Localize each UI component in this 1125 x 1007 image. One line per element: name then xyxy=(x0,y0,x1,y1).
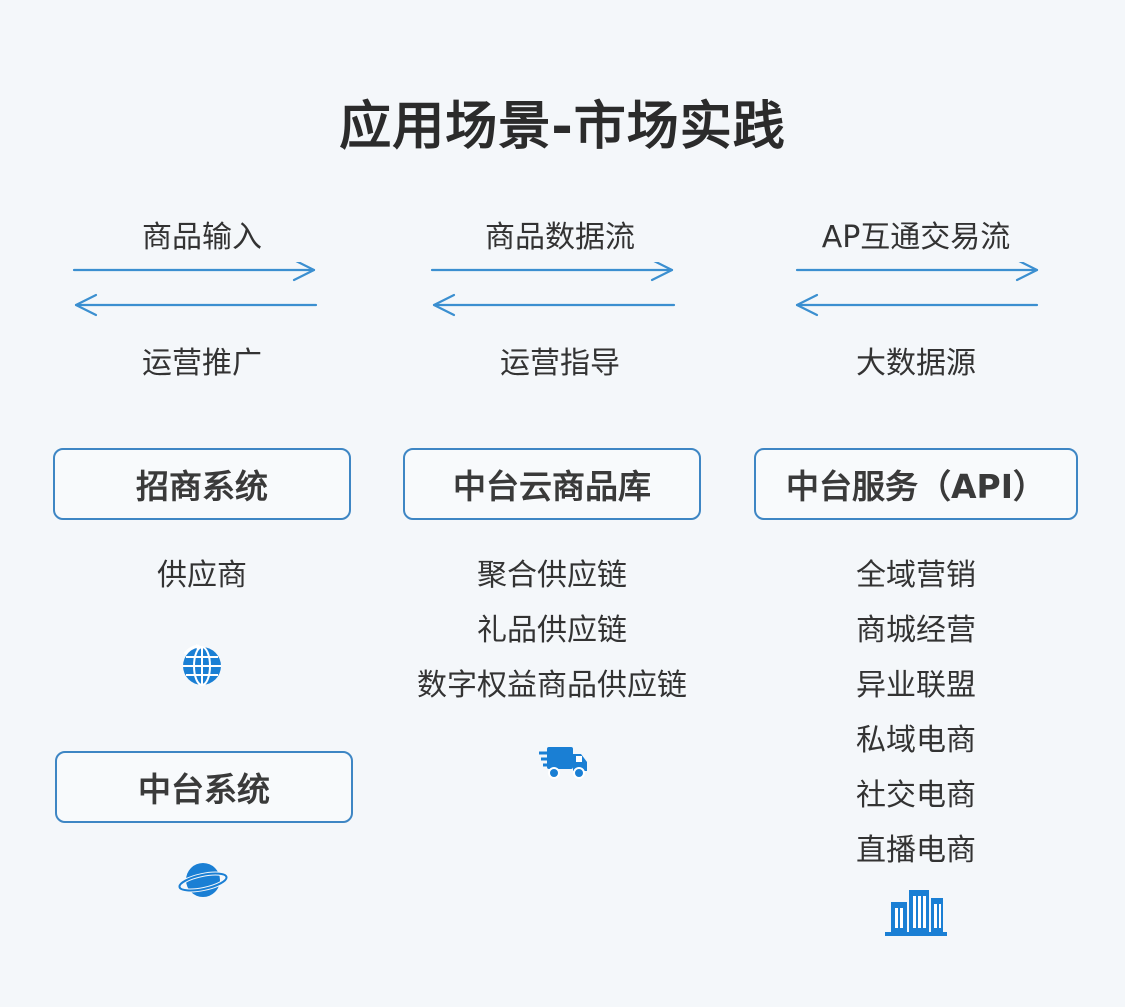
list-item: 礼品供应链 xyxy=(477,613,627,648)
list-item: 全域营销 xyxy=(856,558,976,593)
flow-top-label: 商品数据流 xyxy=(485,220,635,255)
list-item: 社交电商 xyxy=(856,778,976,813)
flow-top-label: 商品输入 xyxy=(142,220,262,255)
flow-bottom-label: 运营推广 xyxy=(142,346,262,381)
backward-arrow-head xyxy=(74,293,98,317)
forward-arrow-head xyxy=(650,262,674,282)
middle-platform-service-api-box: 中台服务（API） xyxy=(754,448,1078,520)
merchant-system-box: 招商系统 xyxy=(53,448,351,520)
page-title: 应用场景-市场实践 xyxy=(339,97,786,157)
bidirectional-arrows xyxy=(795,262,1039,317)
middle-item-list: 聚合供应链 礼品供应链 数字权益商品供应链 xyxy=(383,548,721,713)
bidirectional-arrows xyxy=(72,262,318,317)
backward-arrow-head xyxy=(795,293,819,317)
list-item: 数字权益商品供应链 xyxy=(417,668,687,703)
globe-refresh-icon xyxy=(183,644,221,686)
forward-arrow-head xyxy=(1015,262,1039,282)
left-item-list: 供应商 xyxy=(53,548,351,603)
bidirectional-arrows xyxy=(430,262,676,317)
planet-icon xyxy=(178,863,228,897)
list-item: 直播电商 xyxy=(856,833,976,868)
list-item: 异业联盟 xyxy=(856,668,976,703)
delivery-truck-icon xyxy=(539,747,587,779)
backward-arrow-head xyxy=(432,293,456,317)
list-item: 聚合供应链 xyxy=(477,558,627,593)
flow-top-label: AP互通交易流 xyxy=(821,220,1011,255)
buildings-icon xyxy=(885,890,947,936)
forward-arrow-head xyxy=(292,262,316,282)
right-item-list: 全域营销 商城经营 异业联盟 私域电商 社交电商 直播电商 xyxy=(754,548,1078,878)
flow-bottom-label: 大数据源 xyxy=(856,346,976,381)
list-item: 供应商 xyxy=(157,558,247,593)
cloud-product-library-box: 中台云商品库 xyxy=(403,448,701,520)
middle-platform-system-box: 中台系统 xyxy=(55,751,353,823)
list-item: 商城经营 xyxy=(856,613,976,648)
list-item: 私域电商 xyxy=(856,723,976,758)
flow-bottom-label: 运营指导 xyxy=(500,346,620,381)
